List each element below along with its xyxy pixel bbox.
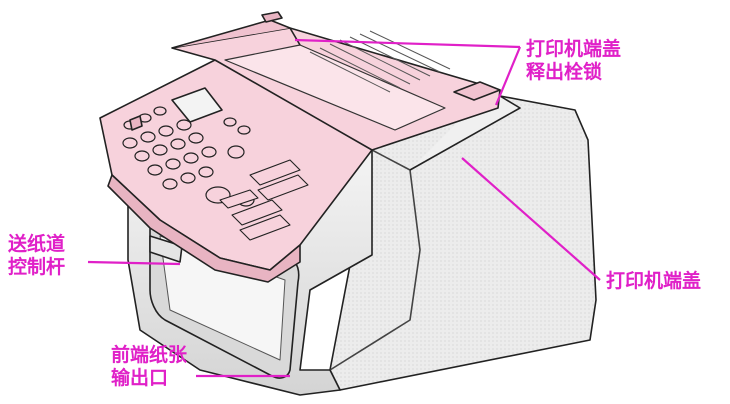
label-front-output-line1: 前端纸张 bbox=[111, 344, 187, 367]
label-printer-cover: 打印机端盖 bbox=[606, 270, 701, 293]
label-front-output: 前端纸张 输出口 bbox=[111, 344, 187, 390]
label-cover-latch-line2: 释出栓锁 bbox=[526, 61, 621, 84]
label-paper-path-lever: 送纸道 控制杆 bbox=[8, 233, 65, 279]
machine-body bbox=[100, 12, 596, 395]
leader-cover-latch-2 bbox=[496, 47, 520, 105]
label-paper-path-lever-line2: 控制杆 bbox=[8, 256, 65, 279]
label-cover-latch: 打印机端盖 释出栓锁 bbox=[526, 38, 621, 84]
label-cover-latch-line1: 打印机端盖 bbox=[526, 38, 621, 61]
label-front-output-line2: 输出口 bbox=[111, 367, 187, 390]
label-paper-path-lever-line1: 送纸道 bbox=[8, 233, 65, 256]
